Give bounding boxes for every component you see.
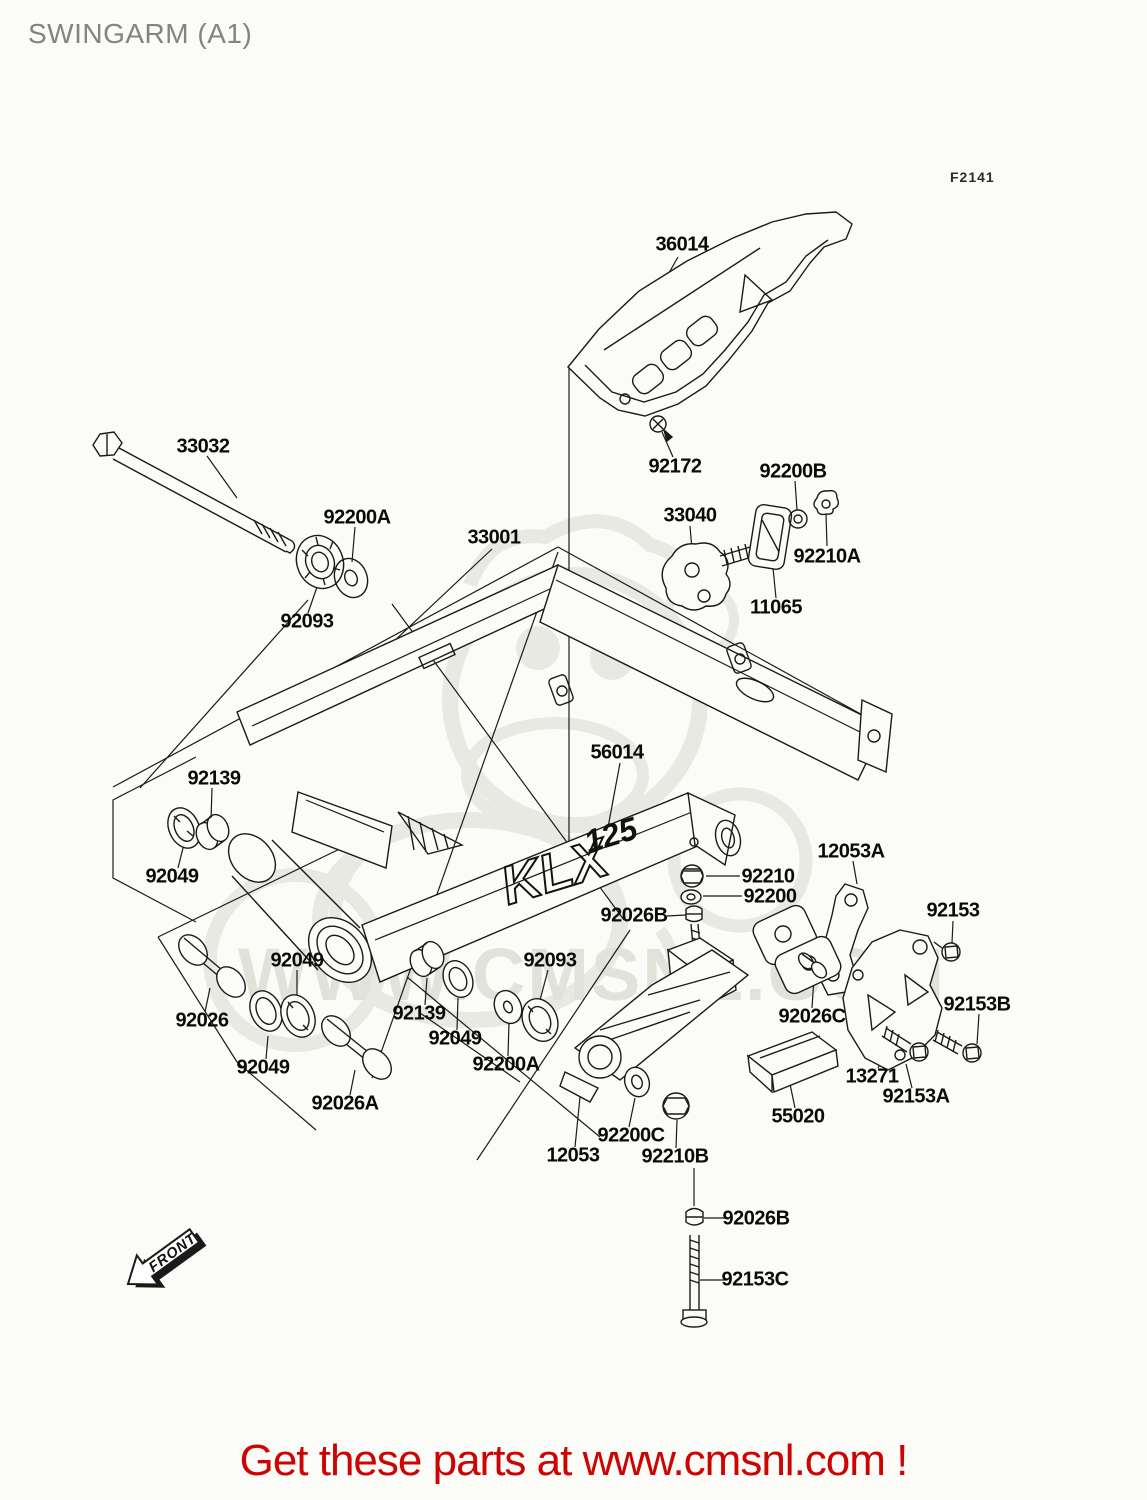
bolt-92153B [932, 1029, 982, 1063]
swingarm-drawing: KLX 125 [227, 564, 893, 983]
bottom-bolt-drawing [680, 1207, 708, 1328]
stud-stack-drawing [680, 864, 704, 959]
nut-92210B [662, 1092, 690, 1120]
adjuster-group-drawing [661, 489, 840, 611]
bracket-group-drawing [746, 883, 982, 1094]
guard-screw-92172 [649, 415, 674, 443]
washer-92200C [623, 1066, 651, 1098]
bolt-92153A [881, 1025, 929, 1062]
footer-link-text[interactable]: Get these parts at www.cmsnl.com ! [239, 1436, 909, 1485]
collar-92026C [797, 952, 828, 979]
washer-92200B [788, 509, 808, 529]
chain-slider-drawing [559, 937, 750, 1120]
clip-92210A [813, 489, 840, 516]
bearing-92093-top [295, 534, 345, 590]
bushing-seal-group-drawing [167, 807, 559, 1080]
front-direction-arrow: FRONT [126, 1227, 207, 1288]
chain-guard-drawing [567, 211, 853, 443]
figure-code: F2141 [950, 169, 995, 185]
washer-92200A-top [333, 557, 369, 599]
pivot-shaft-drawing [92, 431, 369, 599]
pad-55020 [746, 1031, 839, 1094]
bolt-92153 [933, 941, 961, 962]
footer-band: Get these parts at www.cmsnl.com ! [0, 1436, 1147, 1500]
page-title: SWINGARM (A1) [28, 18, 253, 49]
